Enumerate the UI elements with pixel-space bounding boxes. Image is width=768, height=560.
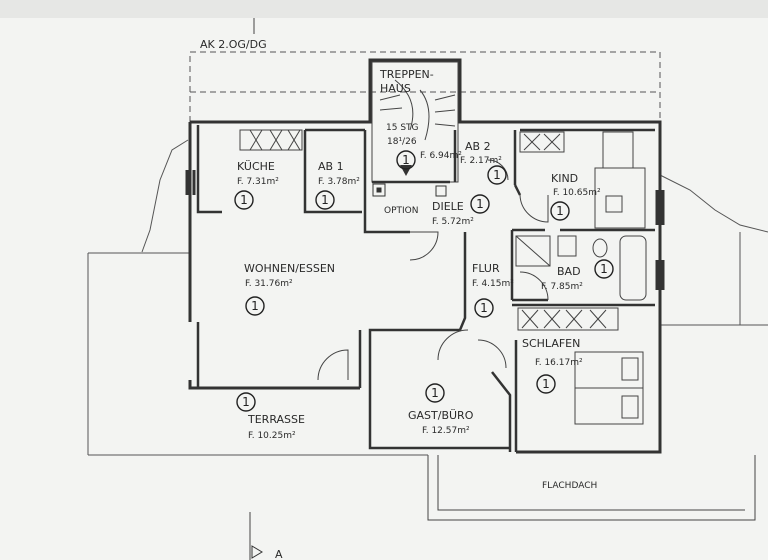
stair-label-line1: TREPPEN- xyxy=(379,68,434,81)
room-name-flur: FLUR xyxy=(472,262,500,275)
room-name-terrasse: TERRASSE xyxy=(247,413,305,426)
room-area-kueche: F. 7.31m² xyxy=(237,177,279,187)
room-area-schlafen: F. 16.17m² xyxy=(535,358,583,368)
room-area-diele: F. 5.72m² xyxy=(432,217,474,227)
room-area-kind: F. 10.65m² xyxy=(553,188,601,198)
unit-badge-text: 1 xyxy=(242,395,250,409)
room-name-ab1: AB 1 xyxy=(318,160,344,173)
room-name-diele: DIELE xyxy=(432,200,464,213)
roof-level-label: AK 2.OG/DG xyxy=(200,38,267,51)
section-marker-label: A xyxy=(275,548,283,560)
flat-roof-label: FLACHDACH xyxy=(542,481,597,491)
terrain-lines xyxy=(87,139,768,456)
room-area-flur: F. 4.15m² xyxy=(472,279,514,289)
kitchen-counter xyxy=(239,129,303,151)
room-area-ab2: F. 2.17m² xyxy=(460,156,502,166)
room-name-ab2: AB 2 xyxy=(465,140,491,153)
unit-badge-text: 1 xyxy=(431,386,439,400)
room-area-ab1: F. 3.78m² xyxy=(318,177,360,187)
option-label: OPTION xyxy=(384,206,418,216)
interior-walls xyxy=(196,125,655,452)
stair-label-line2: HAUS xyxy=(380,82,411,95)
room-area-bad: F. 7.85m² xyxy=(541,282,583,292)
scan-edge xyxy=(0,0,768,18)
room-name-bad: BAD xyxy=(557,265,581,278)
wardrobe-kind xyxy=(519,131,646,229)
unit-badge-text: 1 xyxy=(476,197,484,211)
room-name-schlafen: SCHLAFEN xyxy=(522,337,580,350)
doors xyxy=(317,159,549,381)
unit-badge-text: 1 xyxy=(480,301,488,315)
unit-badge-text: 1 xyxy=(556,204,564,218)
room-area-terrasse: F. 10.25m² xyxy=(248,431,296,441)
wardrobe-schlafen xyxy=(517,307,644,425)
unit-badge-text: 1 xyxy=(600,262,608,276)
unit-badges xyxy=(234,150,614,412)
room-name-gast: GAST/BÜRO xyxy=(408,409,474,422)
bathroom-fixtures xyxy=(515,235,647,301)
room-area-gast: F. 12.57m² xyxy=(422,426,470,436)
stair-steps: 15 STG xyxy=(386,123,419,133)
exterior-walls xyxy=(185,58,665,454)
unit-badge-text: 1 xyxy=(321,193,329,207)
unit-badge-text: 1 xyxy=(542,377,550,391)
shafts xyxy=(372,183,447,197)
unit-badge-text: 1 xyxy=(493,168,501,182)
room-name-kind: KIND xyxy=(551,172,578,185)
flat-roof-outline xyxy=(427,455,756,521)
room-area-treppe: F. 6.94m² xyxy=(420,151,462,161)
unit-badge-text: 1 xyxy=(240,193,248,207)
section-marker xyxy=(249,512,263,560)
stair-ratio: 18¹/26 xyxy=(387,137,417,147)
unit-badge-text: 1 xyxy=(251,299,259,313)
room-area-wohnen: F. 31.76m² xyxy=(245,279,293,289)
unit-badge-text: 1 xyxy=(402,153,410,167)
room-name-wohnen: WOHNEN/ESSEN xyxy=(244,262,335,275)
room-name-kueche: KÜCHE xyxy=(237,160,275,173)
roof-outline xyxy=(189,51,661,122)
